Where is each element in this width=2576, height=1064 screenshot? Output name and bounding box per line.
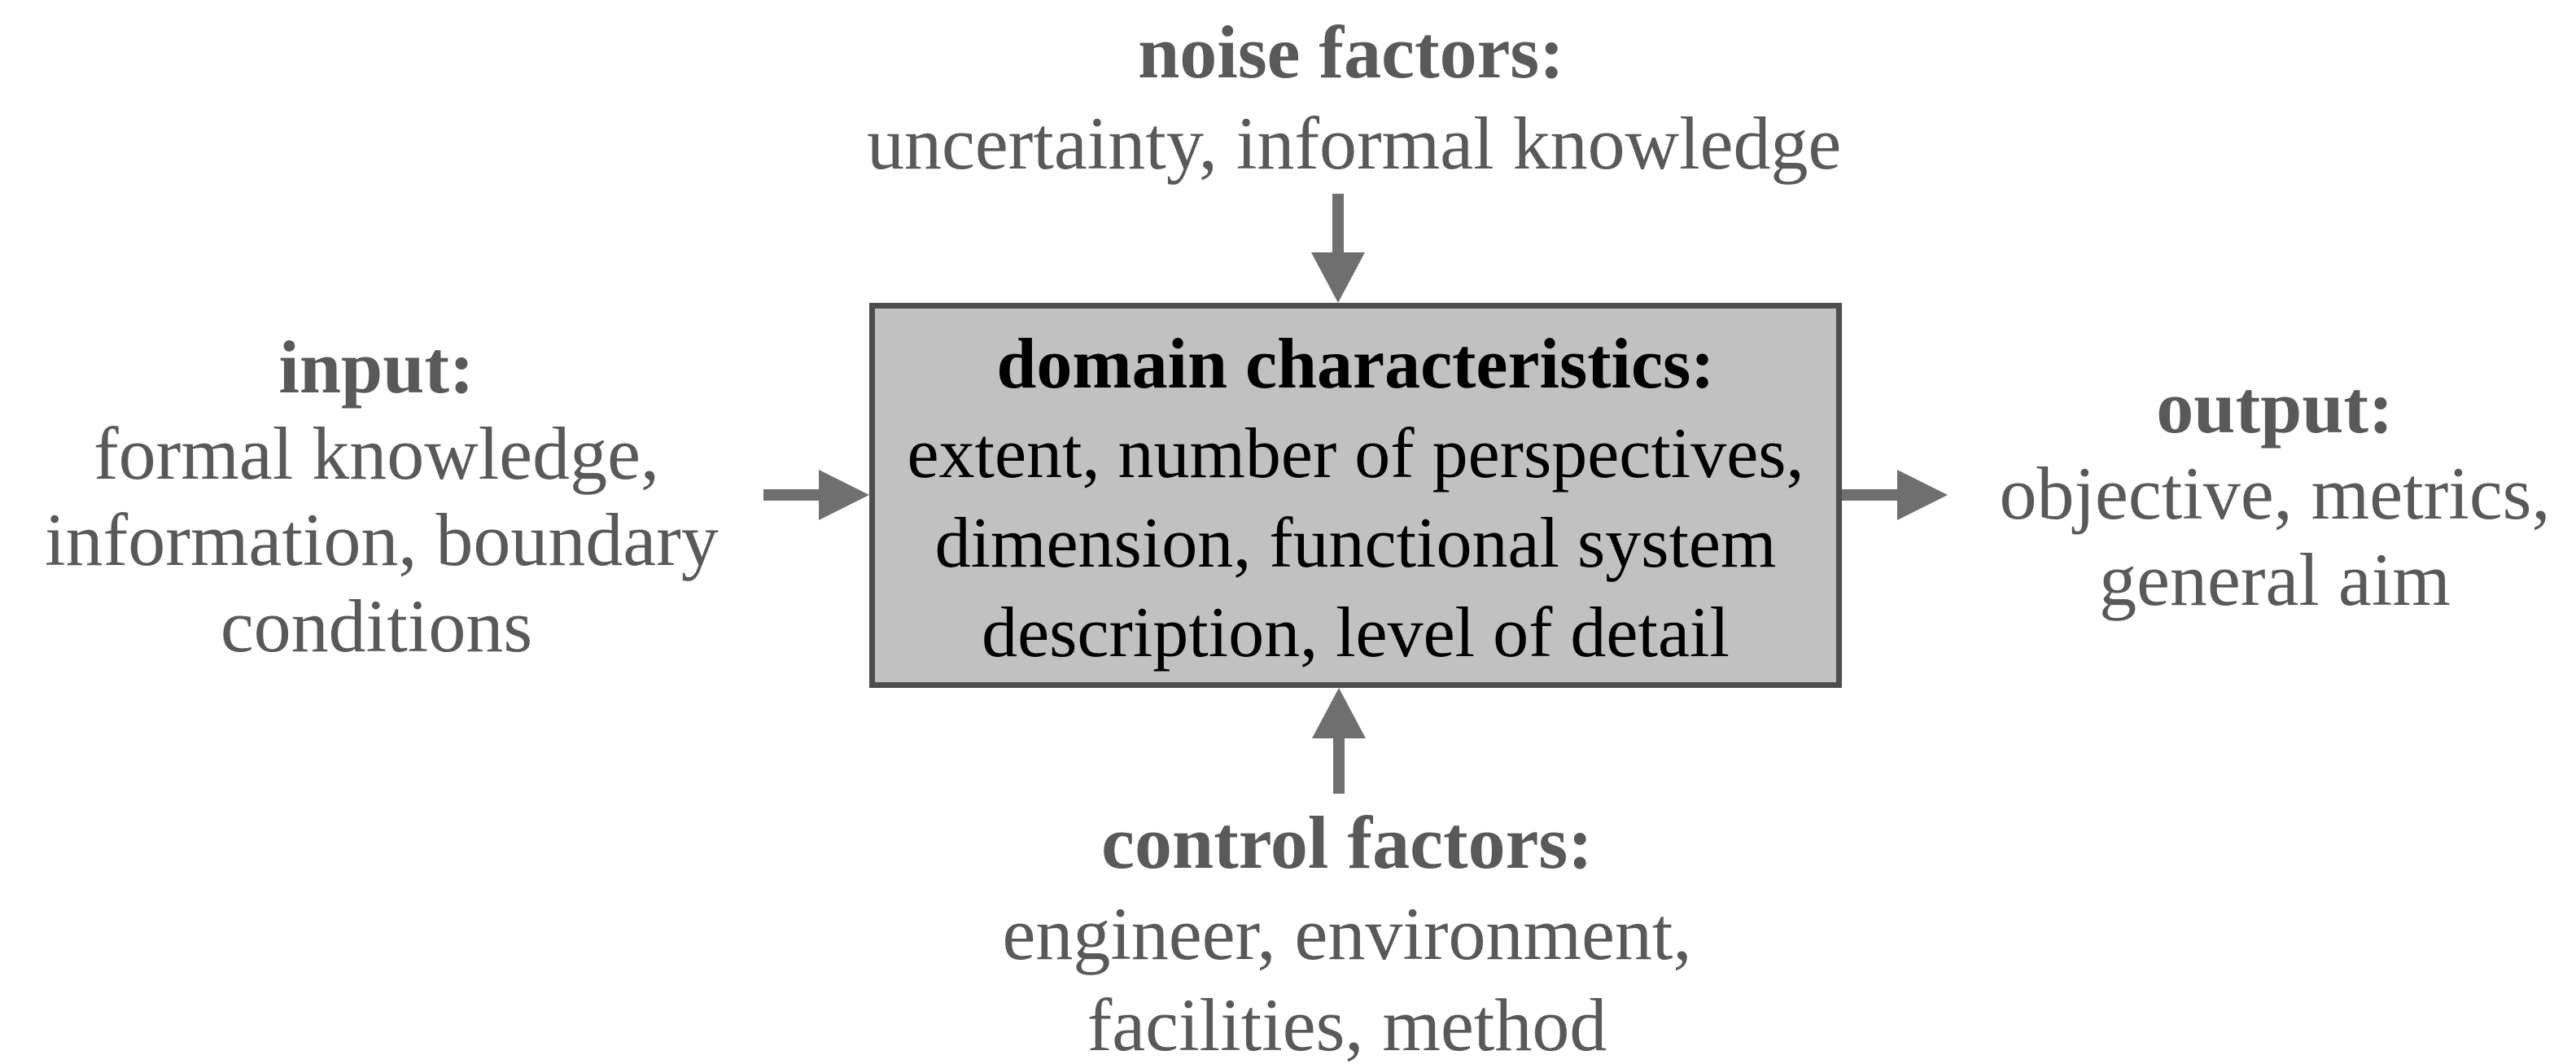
domain-characteristics-box: domain characteristics: extent, number o… [869,303,1842,688]
output-line-1: objective, metrics, [1999,452,2551,535]
control-factors-label: control factors: engineer, environment, … [863,797,1831,1064]
input-to-box-arrow-right-icon [763,470,869,520]
domain-characteristics-line-2: dimension, functional system [934,504,1777,583]
noise-to-box-arrow-down-icon [1311,194,1365,303]
arrow-tail [1842,489,1899,501]
arrow-head [1311,252,1365,303]
domain-characteristics-line-3: description, level of detail [982,593,1730,672]
input-label: input: formal knowledge, information, bo… [45,324,719,669]
output-label: output: objective, metrics, general aim [1974,364,2576,623]
domain-characteristics-title: domain characteristics: [996,325,1715,404]
control-factors-line-2: facilities, method [1087,983,1607,1064]
noise-factors-label: noise factors: uncertainty, informal kno… [867,7,1842,189]
arrow-head [1897,470,1948,520]
noise-factors-line: uncertainty, informal knowledge [867,102,1842,185]
box-to-output-arrow-right-icon [1842,470,1949,520]
arrow-tail [763,489,820,501]
input-line-1: formal knowledge, [94,412,659,495]
control-factors-title: control factors: [1101,801,1593,884]
input-title: input: [278,326,475,409]
input-line-2: information, boundary [45,498,719,581]
arrow-tail [1332,194,1344,254]
domain-characteristics-line-1: extent, number of perspectives, [907,414,1804,493]
arrow-tail [1333,737,1345,794]
input-line-3: conditions [220,585,533,668]
noise-factors-title: noise factors: [1138,11,1564,94]
control-to-box-arrow-up-icon [1312,688,1366,794]
arrow-head [1312,688,1366,738]
control-factors-line-1: engineer, environment, [1002,892,1692,975]
output-title: output: [2156,366,2394,449]
arrow-head [819,470,869,520]
output-line-2: general aim [2099,538,2451,621]
